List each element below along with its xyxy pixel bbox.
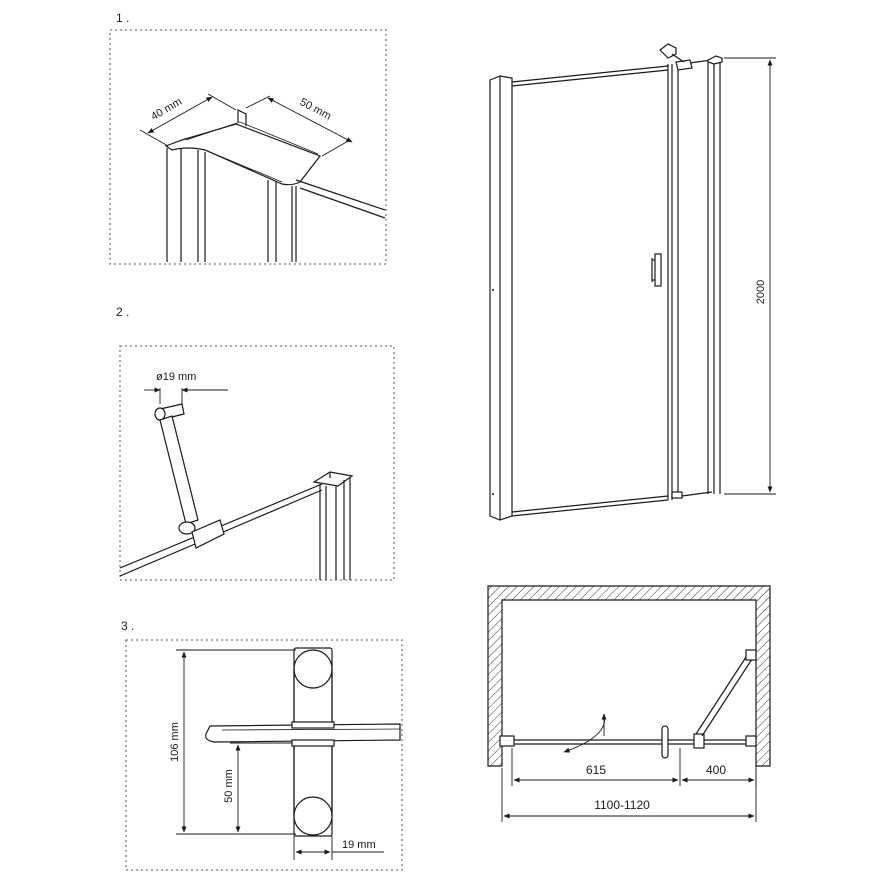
detail-1-profile xyxy=(164,109,386,262)
plan-stabilizer xyxy=(695,649,757,737)
detail-2-dim-diameter-label: ø19 mm xyxy=(156,371,196,383)
plan-dim-door-label: 615 xyxy=(586,763,606,777)
plan-swing-arrow xyxy=(563,713,607,753)
detail-3-dim-50-label: 50 mm xyxy=(223,769,235,803)
detail-3-frame xyxy=(125,639,403,871)
plan-view: 615 400 1100-1120 xyxy=(487,585,771,822)
plan-dim-fixed: 400 xyxy=(681,763,755,783)
plan-walls xyxy=(487,585,771,767)
elevation-stabilizer xyxy=(659,43,693,71)
detail-2: 2 . ø19 mm xyxy=(116,305,395,581)
detail-2-stabilizer-bar xyxy=(154,403,225,549)
elevation-middle-profile xyxy=(667,62,683,500)
detail-1: 1 . 40 mm xyxy=(109,11,387,265)
plan-dim-door: 615 xyxy=(511,748,757,786)
detail-3-dim-106: 106 mm xyxy=(169,649,296,835)
elevation-door-handle xyxy=(651,253,662,287)
plan-dim-total: 1100-1120 xyxy=(501,768,757,822)
detail-1-dim-40-label: 40 mm xyxy=(149,96,184,123)
detail-3-dim-50: 50 mm xyxy=(223,742,292,833)
detail-3: 3 . 106 mm 50 mm xyxy=(121,619,403,871)
elevation-view: 2000 xyxy=(489,43,776,521)
elevation-door-glass xyxy=(511,65,669,517)
detail-1-dim-50-label: 50 mm xyxy=(298,96,333,122)
detail-2-profile xyxy=(312,471,354,580)
elevation-dim-height-label: 2000 xyxy=(755,280,767,304)
detail-3-handle xyxy=(205,647,401,837)
detail-3-number: 3 . xyxy=(121,619,134,633)
detail-2-dim-diameter: ø19 mm xyxy=(144,371,228,404)
detail-3-dim-19: 19 mm xyxy=(293,836,384,860)
detail-1-number: 1 . xyxy=(116,11,129,25)
detail-3-dim-106-label: 106 mm xyxy=(169,722,181,762)
elevation-dim-height: 2000 xyxy=(724,57,776,495)
plan-glass xyxy=(499,725,757,759)
plan-dim-total-label: 1100-1120 xyxy=(594,798,650,812)
detail-2-frame xyxy=(119,345,395,581)
plan-dim-fixed-label: 400 xyxy=(706,763,726,777)
elevation-left-profile xyxy=(489,75,513,521)
detail-2-number: 2 . xyxy=(116,305,129,319)
detail-3-dim-19-label: 19 mm xyxy=(342,839,376,851)
elevation-fixed-panel xyxy=(681,55,723,497)
